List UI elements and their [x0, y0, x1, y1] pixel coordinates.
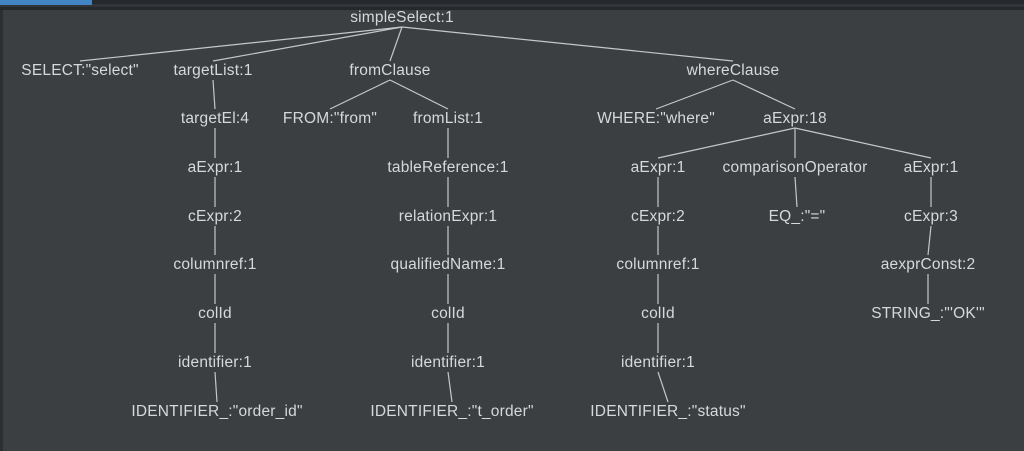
- tree-node-where_token: WHERE:"where": [597, 110, 715, 127]
- tree-edge: [389, 79, 449, 110]
- tree-node-relationExpr: relationExpr:1: [398, 208, 498, 225]
- tree-node-fromClause: fromClause: [349, 62, 431, 79]
- tree-node-string_token: STRING_:"'OK'": [871, 305, 985, 322]
- tree-node-ident_order_id: IDENTIFIER_:"order_id": [131, 403, 303, 420]
- tree-node-ident_status: IDENTIFIER_:"status": [590, 403, 746, 420]
- tree-node-from_token: FROM:"from": [282, 110, 378, 127]
- tree-edge: [732, 79, 796, 110]
- tree-edge: [329, 79, 391, 110]
- tree-edge: [389, 26, 403, 62]
- tree-node-identifier_from: identifier:1: [411, 354, 485, 371]
- tree-node-targetEl: targetEl:4: [180, 110, 250, 127]
- tree-node-fromList: fromList:1: [412, 110, 484, 127]
- tree-node-qualifiedName: qualifiedName:1: [390, 256, 506, 273]
- tree-node-aexprConst: aexprConst:2: [880, 256, 976, 273]
- tree-node-aExpr1_right: aExpr:1: [903, 159, 959, 176]
- tree-node-simpleSelect: simpleSelect:1: [350, 9, 454, 26]
- top-bar: [0, 0, 1024, 10]
- tree-node-identifier_target: identifier:1: [178, 354, 252, 371]
- tree-node-columnref_where: columnref:1: [616, 256, 700, 273]
- tree-node-cExpr2_where: cExpr:2: [631, 208, 685, 225]
- tree-node-colId_from: colId: [431, 305, 465, 322]
- tree-node-cExpr3: cExpr:3: [904, 208, 958, 225]
- tree-node-eq_token: EQ_:"=": [768, 208, 826, 225]
- active-tab-indicator: [0, 0, 92, 5]
- tree-edge: [447, 371, 453, 403]
- parse-tree-panel: [0, 10, 1024, 451]
- tree-edge: [401, 26, 734, 62]
- tree-edge: [212, 79, 216, 110]
- tree-node-tableReference: tableReference:1: [387, 159, 509, 176]
- tree-edge: [79, 26, 403, 62]
- tree-edge: [657, 127, 796, 159]
- tree-edge: [214, 371, 218, 403]
- tree-node-ident_t_order: IDENTIFIER_:"t_order": [370, 403, 534, 420]
- tree-node-colId_target: colId: [198, 305, 232, 322]
- tree-node-columnref_target: columnref:1: [173, 256, 257, 273]
- tree-edge: [794, 176, 798, 208]
- tree-node-identifier_where: identifier:1: [621, 354, 695, 371]
- tree-node-targetList: targetList:1: [173, 62, 253, 79]
- tree-edge: [655, 79, 734, 110]
- tree-node-select_token: SELECT:"select": [21, 62, 139, 79]
- top-bar-band: [0, 4, 1024, 7]
- tree-edge: [657, 371, 669, 403]
- tree-node-cExpr2_target: cExpr:2: [188, 208, 242, 225]
- tree-node-comparisonOperator: comparisonOperator: [722, 159, 868, 176]
- tree-node-aExpr1_left: aExpr:1: [630, 159, 686, 176]
- tree-edge: [794, 127, 932, 159]
- tree-node-aExpr18: aExpr:18: [763, 110, 827, 127]
- tree-node-colId_where: colId: [641, 305, 675, 322]
- tree-edge: [212, 26, 403, 62]
- tree-edge: [927, 225, 932, 256]
- tree-node-aExpr1_target: aExpr:1: [187, 159, 243, 176]
- tree-node-whereClause: whereClause: [686, 62, 780, 79]
